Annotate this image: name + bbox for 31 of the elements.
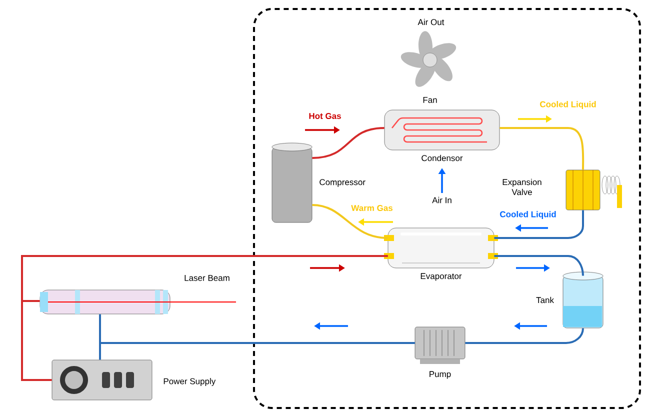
flow-label: Cooled Liquid — [540, 101, 596, 109]
component-label: Pump — [430, 371, 451, 379]
laser-tube-drawing — [40, 290, 236, 314]
component-label: Fan — [423, 97, 437, 103]
pipe — [312, 204, 388, 239]
pipe — [500, 127, 584, 170]
component-label: Tank — [536, 296, 554, 304]
pipe — [494, 210, 584, 239]
flow-label: Air In — [432, 196, 452, 204]
pipe — [312, 127, 384, 159]
pipe — [465, 328, 584, 344]
condenser-drawing — [384, 110, 500, 150]
pipe — [99, 342, 415, 360]
fan-drawing — [400, 31, 456, 87]
component-label: Condensor — [422, 154, 463, 162]
expansion-valve-drawing — [566, 170, 622, 210]
tank-drawing — [562, 272, 604, 328]
flow-label: Hot Gas — [309, 113, 341, 119]
component-label: Power Supply — [164, 378, 216, 386]
pipe — [21, 255, 388, 381]
component-label: Expansion Valve — [502, 178, 542, 196]
component-label: Compressor — [320, 179, 366, 187]
evaporator-drawing — [384, 228, 498, 268]
component-label: Evaporator — [420, 273, 462, 281]
component-label: Laser Beam — [184, 275, 230, 281]
flow-label: Warm Gas — [351, 205, 392, 211]
pipe — [494, 255, 584, 276]
compressor-drawing — [272, 142, 312, 223]
flow-label: Cooled Liquid — [500, 211, 556, 219]
pump-drawing — [414, 326, 466, 364]
power-supply-drawing — [52, 360, 152, 400]
